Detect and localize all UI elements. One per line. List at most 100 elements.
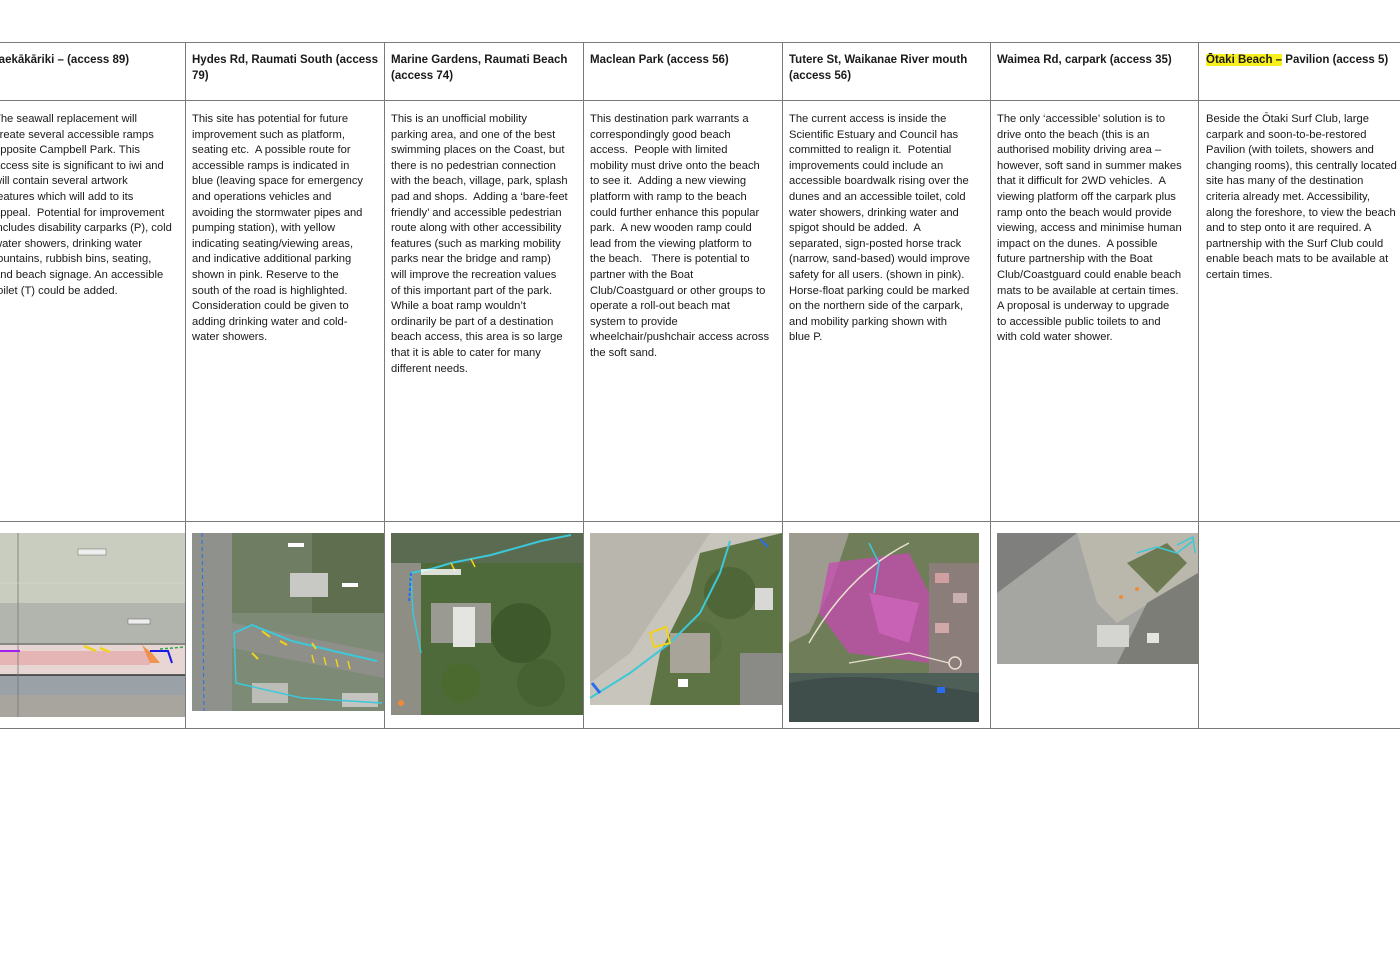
text-line: Beside the Ōtaki Surf Club, large [1206,113,1369,125]
text-line: swimming places on the Coast, but [391,144,565,157]
text-line: shown in pink. Reserve to the [192,268,339,281]
column-divider [782,42,783,729]
text-line: and operations vehicles and [192,190,332,203]
column-paekakariki-clip: Paekākāriki – (access 89) The seawall re… [0,0,185,955]
text-line: pumping station), with yellow [192,222,336,235]
text-line: to accessible public toilets to and [997,315,1161,328]
text-line: mats to be available at certain times. [997,284,1179,297]
aerial-map-waimea-rd [997,533,1198,664]
text-line: separated, sign-posted horse track [789,237,962,250]
aerial-map-paekakariki [0,533,185,717]
text-line: lead from the viewing platform to [590,237,752,250]
text-line: ramp onto the beach would provide [997,206,1172,219]
text-line: This is an unofficial mobility [391,113,527,125]
table-bottom-border [0,728,1400,729]
text-line: and beach signage. An accessible [0,268,164,281]
text-line: could further enhance this popular [590,206,760,219]
text-line: criteria already met. Accessibility, [1206,190,1370,203]
text-line: The current access is inside the [789,113,947,125]
column-divider [384,42,385,729]
text-line: Consideration could be given to [192,300,349,313]
text-line: While a boat ramp wouldn’t [391,300,526,313]
text-line: safety for all users. (shown in pink). [789,268,965,281]
aerial-map-tutere-st [789,533,979,722]
text-line: avoiding the stormwater pipes and [192,206,363,219]
text-line: authorised mobility driving area – [997,144,1162,157]
text-line: and to step onto it are required. A [1206,222,1372,235]
header-row-border [0,100,1400,101]
text-line: park. A new wooden ramp could [590,222,752,235]
text-line: ordinarily be part of a destination [391,315,554,328]
text-line: different needs. [391,362,468,375]
text-line: pad and shops. Adding a ‘bare-feet [391,190,568,203]
text-line: A proposal is underway to upgrade [997,300,1170,313]
text-line: however, soft sand in summer makes [997,159,1182,172]
text-line: certain times. [1206,268,1273,281]
text-line: future partnership with the Boat [997,253,1153,266]
text-line: water showers, drinking water and [789,206,959,219]
text-line: carpark and soon-to-be-restored [1206,128,1367,141]
text-line: the soft sand. [590,346,658,359]
text-line: on the northern side of the carpark, [789,300,964,313]
text-line: appeal. Potential for improvement [0,206,165,219]
text-line: parking area, and one of the best [391,128,556,141]
text-line: that it is able to cater for many [391,346,541,359]
text-line: create several accessible ramps [0,128,154,141]
text-line: fountains, rubbish bins, seating, [0,253,152,266]
text-line: south of the road is highlighted. [192,284,348,297]
text-line: Horse-float parking could be marked [789,284,970,297]
text-line: changing rooms), this centrally located [1206,159,1397,172]
text-line: platform with ramp to the beach [590,190,747,203]
text-line: accessible ramps is indicated in [192,159,350,172]
text-line: route along with other accessibility [391,222,562,235]
text-line: improvement such as platform, [192,128,345,141]
text-line: water showers, drinking water [0,237,142,250]
text-line: The only ‘accessible’ solution is to [997,113,1166,125]
text-line: impact on the dunes. A possible [997,237,1158,250]
column-heading-tutere-st: Tutere St, Waikanae River mouth (access … [789,54,968,82]
column-text-marine-gardens: This is an unofficial mobility parking ar… [391,112,581,377]
text-line: toilet (T) could be added. [0,284,118,297]
column-heading-marine-gardens: Marine Gardens, Raumati Beach (access 74… [391,54,568,82]
text-line: blue P. [789,331,823,344]
text-line: viewing, access and minimise human [997,222,1182,235]
text-line: the beach. There is potential to [590,253,750,266]
text-line: system to provide [590,315,678,328]
text-line: site has many of the destination [1206,175,1364,188]
text-line: of this important part of the park. [391,284,553,297]
text-line: beach access, this area is so large [391,331,563,344]
heading-highlight: Ōtaki Beach – [1206,54,1283,66]
text-line: improvements could include an [789,159,944,172]
column-heading-maclean-park: Maclean Park (access 56) [590,54,729,66]
text-line: with the beach, village, park, splash [391,175,568,188]
aerial-map-maclean-park [590,533,782,705]
text-line: blue (leaving space for emergency [192,175,364,188]
text-line: Club/Coastguard could enable beach [997,268,1182,281]
column-divider [1198,42,1199,729]
text-line: indicating seating/viewing areas, [192,237,354,250]
column-divider [185,42,186,729]
text-line: includes disability carparks (P), cold [0,222,172,235]
text-line: drive onto the beach (this is an [997,128,1150,141]
text-line: Scientific Estuary and Council has [789,128,959,141]
text-line: will improve the recreation values [391,268,557,281]
column-divider [990,42,991,729]
text-line: accessible boardwalk rising over the [789,175,969,188]
text-line: water showers. [192,331,268,344]
column-heading-hydes-rd: Hydes Rd, Raumati South (access 79) [192,54,378,82]
text-line: access site is significant to iwi and [0,159,164,172]
text-line: committed to realign it. Potential [789,144,952,157]
column-heading-otaki-beach: Ōtaki Beach – Pavilion (access 5) [1206,53,1400,69]
text-line: features which will add to its [0,190,134,203]
aerial-map-marine-gardens [391,533,583,715]
text-line: Pavilion (with toilets, showers and [1206,144,1374,157]
column-heading-waimea-rd: Waimea Rd, carpark (access 35) [997,54,1172,66]
text-line: This destination park warrants a [590,113,749,125]
text-line: along the foreshore, to view the beach [1206,206,1396,219]
text-line: features (such as marking mobility [391,237,561,250]
text-line: dunes and an accessible toilet, cold [789,190,966,203]
